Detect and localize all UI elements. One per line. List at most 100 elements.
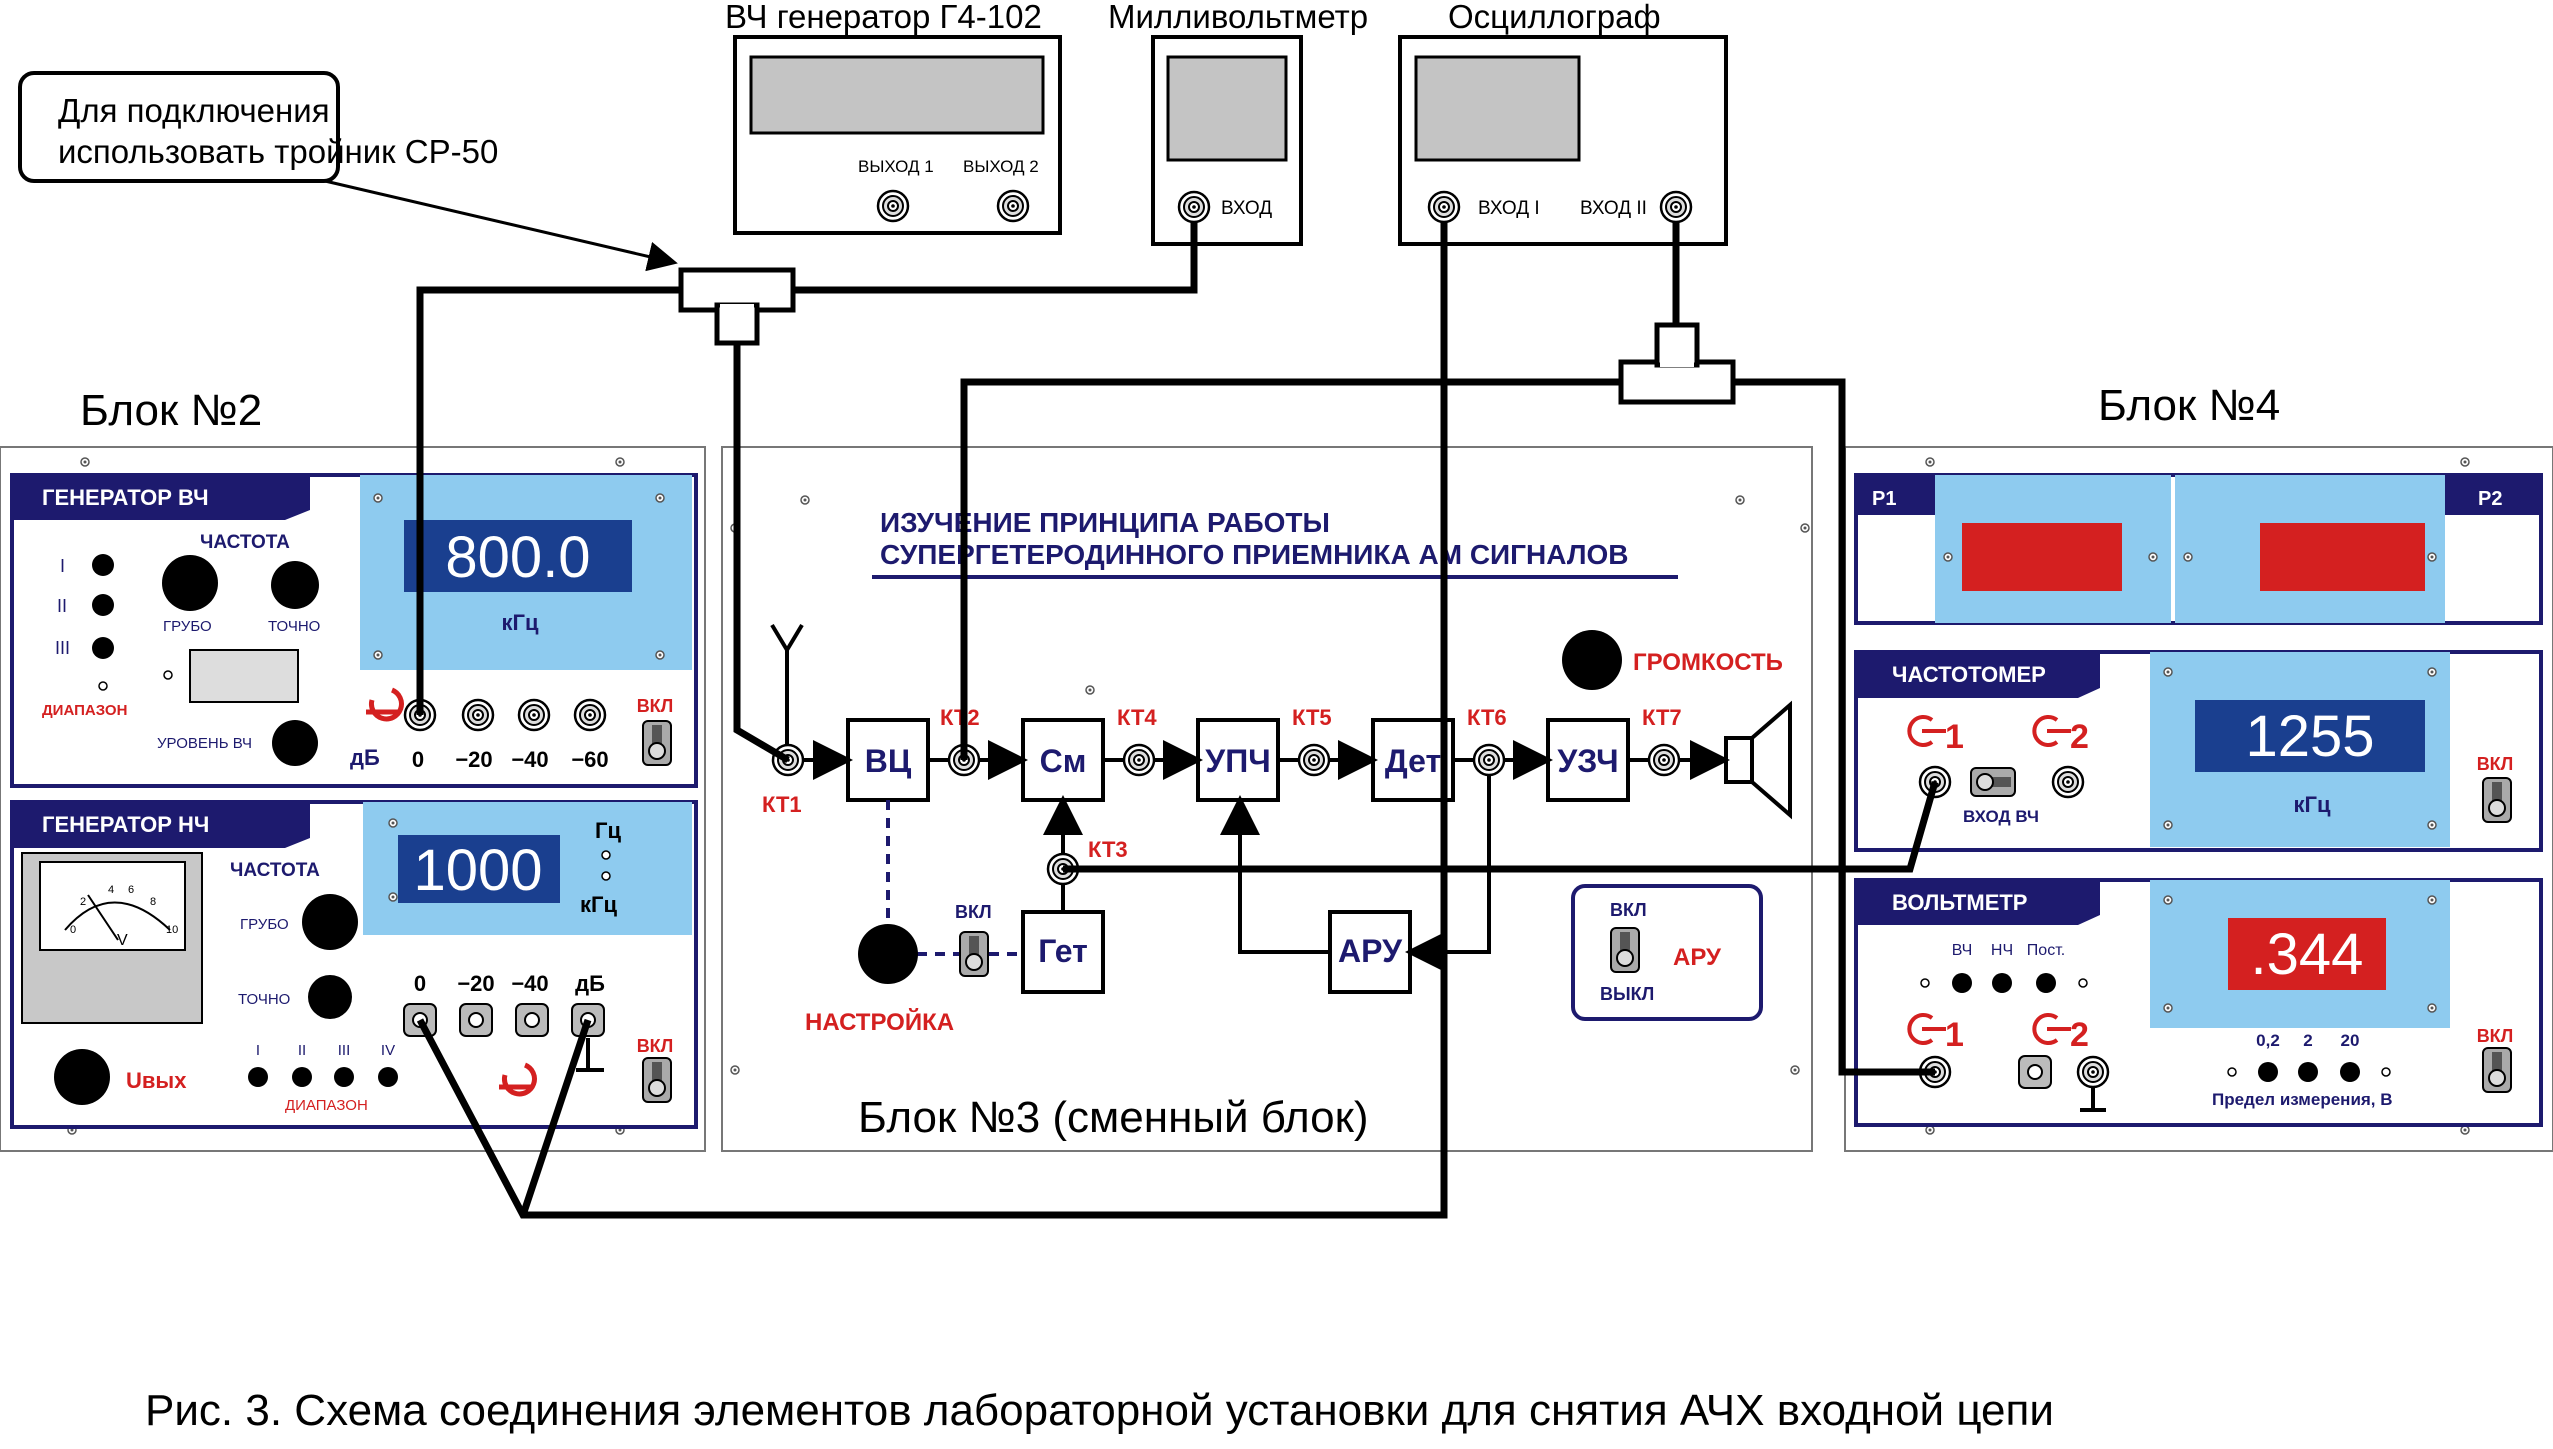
block-input-circuit-label: ВЦ — [865, 743, 912, 779]
lf-range-iii-button[interactable] — [334, 1067, 354, 1087]
voltmeter-input-2-jack[interactable] — [2018, 1055, 2052, 1089]
agc-label: АРУ — [1673, 944, 1722, 971]
callout-arrow — [324, 179, 678, 272]
lf-range-ii: II — [298, 1042, 306, 1059]
rf-frequency-unit: кГц — [501, 610, 538, 635]
agc-off-label: ВЫКЛ — [1600, 984, 1654, 1004]
rf-range-i-label: I — [60, 556, 65, 576]
block-if-amp-label: УПЧ — [1205, 743, 1270, 779]
lf-unit-khz: кГц — [580, 892, 617, 917]
lf-uout-knob[interactable] — [54, 1049, 110, 1105]
volume-knob[interactable] — [1562, 630, 1622, 690]
generator-output-2-jack[interactable] — [996, 189, 1030, 223]
connection-wires — [416, 222, 1939, 1219]
lf-fine-label: ТОЧНО — [238, 991, 290, 1008]
block3-label: Блок №3 (сменный блок) — [858, 1093, 1369, 1142]
voltmeter-range-2-label: 2 — [2303, 1031, 2312, 1050]
lf-meter-tick-0: 0 — [70, 924, 76, 936]
voltmeter-display — [2228, 918, 2386, 990]
voltmeter-range-20-button[interactable] — [2340, 1062, 2360, 1082]
voltmeter-mode-lf-button[interactable] — [1992, 973, 2012, 993]
lf-range-ii-button[interactable] — [292, 1067, 312, 1087]
rf-frequency-value: 800.0 — [445, 525, 590, 590]
counter-power-label: ВКЛ — [2477, 754, 2514, 774]
voltmeter-range-02-button[interactable] — [2258, 1062, 2278, 1082]
rf-level-knob[interactable] — [272, 720, 318, 766]
testpoint-kt7-label: КТ7 — [1642, 705, 1682, 730]
voltmeter-power-toggle[interactable] — [2482, 1047, 2512, 1093]
lf-meter-tick-4: 4 — [108, 884, 114, 896]
oscilloscope: Осциллограф ВХОД I ВХОД II — [1398, 0, 1728, 246]
rf-range-label: ДИАПАЗОН — [42, 702, 127, 719]
lf-frequency-display — [398, 835, 560, 903]
lf-range-i-button[interactable] — [248, 1067, 268, 1087]
lo-power-toggle[interactable] — [959, 931, 989, 977]
antenna-icon — [770, 623, 804, 745]
block-mixer-label: См — [1040, 743, 1087, 779]
millivoltmeter-input-jack[interactable] — [1177, 190, 1211, 224]
rf-out-minus20-jack[interactable] — [461, 698, 495, 732]
voltmeter-title: ВОЛЬТМЕТР — [1892, 890, 2027, 915]
voltmeter-value: .344 — [2251, 922, 2364, 987]
rf-level-label: УРОВЕНЬ ВЧ — [157, 735, 252, 752]
rf-range-iii-button[interactable] — [92, 637, 114, 659]
agc-switch-box: ВКЛ ВЫКЛ АРУ — [1571, 884, 1763, 1021]
lf-power-toggle[interactable] — [642, 1057, 672, 1103]
testpoint-kt5[interactable] — [1297, 743, 1331, 777]
counter-input-2-symbol — [2032, 715, 2059, 747]
rf-range-ii-button[interactable] — [92, 594, 114, 616]
rf-power-label: ВКЛ — [637, 696, 674, 716]
rf-out-minus60-jack[interactable] — [573, 698, 607, 732]
rf-coarse-knob[interactable] — [162, 555, 218, 611]
rf-fine-label: ТОЧНО — [268, 618, 320, 635]
testpoint-kt6[interactable] — [1472, 743, 1506, 777]
tune-knob[interactable] — [858, 924, 918, 984]
wire-kt2-to-scope-tee — [960, 378, 1623, 760]
voltmeter-range-2-button[interactable] — [2298, 1062, 2318, 1082]
block-if-amp — [1196, 718, 1280, 802]
block3-title-line2: СУПЕРГЕТЕРОДИННОГО ПРИЕМНИКА АМ СИГНАЛОВ — [880, 539, 1628, 570]
counter-input-toggle[interactable] — [1970, 767, 2016, 797]
lf-fine-knob[interactable] — [308, 975, 352, 1019]
generator-output-1-jack[interactable] — [876, 189, 910, 223]
lf-frequency-value: 1000 — [413, 838, 542, 903]
counter-power-toggle[interactable] — [2482, 777, 2512, 823]
agc-on-label: ВКЛ — [1610, 900, 1647, 920]
oscilloscope-input-1-jack[interactable] — [1427, 190, 1461, 224]
counter-input-2-label: 2 — [2070, 718, 2089, 756]
voltmeter-ground-jack[interactable] — [2076, 1055, 2110, 1089]
testpoint-kt6-label: КТ6 — [1467, 705, 1507, 730]
block-detector-label: Дет — [1385, 743, 1441, 779]
block2-label: Блок №2 — [80, 386, 262, 435]
oscilloscope-title: Осциллограф — [1448, 0, 1661, 35]
counter-input-2-jack[interactable] — [2051, 765, 2085, 799]
voltmeter-mode-dc-button[interactable] — [2036, 973, 2056, 993]
rf-out-minus40-jack[interactable] — [517, 698, 551, 732]
rf-range-ii-label: II — [57, 596, 67, 616]
lf-out-minus20-jack[interactable] — [459, 1003, 493, 1037]
wire-tee-to-millivoltmeter — [792, 222, 1198, 294]
rf-range-i-button[interactable] — [92, 554, 114, 576]
lf-coarse-knob[interactable] — [302, 894, 358, 950]
p2-display — [2260, 523, 2425, 591]
lf-out-minus40-jack[interactable] — [515, 1003, 549, 1037]
voltmeter-mode-rf-button[interactable] — [1952, 973, 1972, 993]
rf-power-toggle[interactable] — [642, 720, 672, 766]
block4: Р1 Р2 ЧАСТОТОМЕР 1255 кГц 1 — [1844, 446, 2553, 1152]
testpoint-kt7[interactable] — [1647, 743, 1681, 777]
voltmeter-input-2-label: 2 — [2070, 1016, 2089, 1054]
counter-input-1-symbol — [1907, 715, 1934, 747]
oscilloscope-input-2-jack[interactable] — [1659, 190, 1693, 224]
rf-fine-knob[interactable] — [271, 561, 319, 609]
lf-generator-title: ГЕНЕРАТОР НЧ — [42, 812, 209, 837]
agc-toggle[interactable] — [1610, 927, 1640, 973]
testpoint-kt4[interactable] — [1122, 743, 1156, 777]
millivoltmeter-screen — [1166, 55, 1288, 162]
voltmeter-input-1-label: 1 — [1945, 1016, 1964, 1054]
callout-line-2: использовать тройник СР-50 — [58, 133, 498, 170]
lf-range-iv-button[interactable] — [378, 1067, 398, 1087]
lf-range-iv: IV — [381, 1042, 395, 1059]
block-local-oscillator — [1021, 910, 1105, 994]
lo-on-label: ВКЛ — [955, 902, 992, 922]
block-agc — [1328, 910, 1412, 994]
